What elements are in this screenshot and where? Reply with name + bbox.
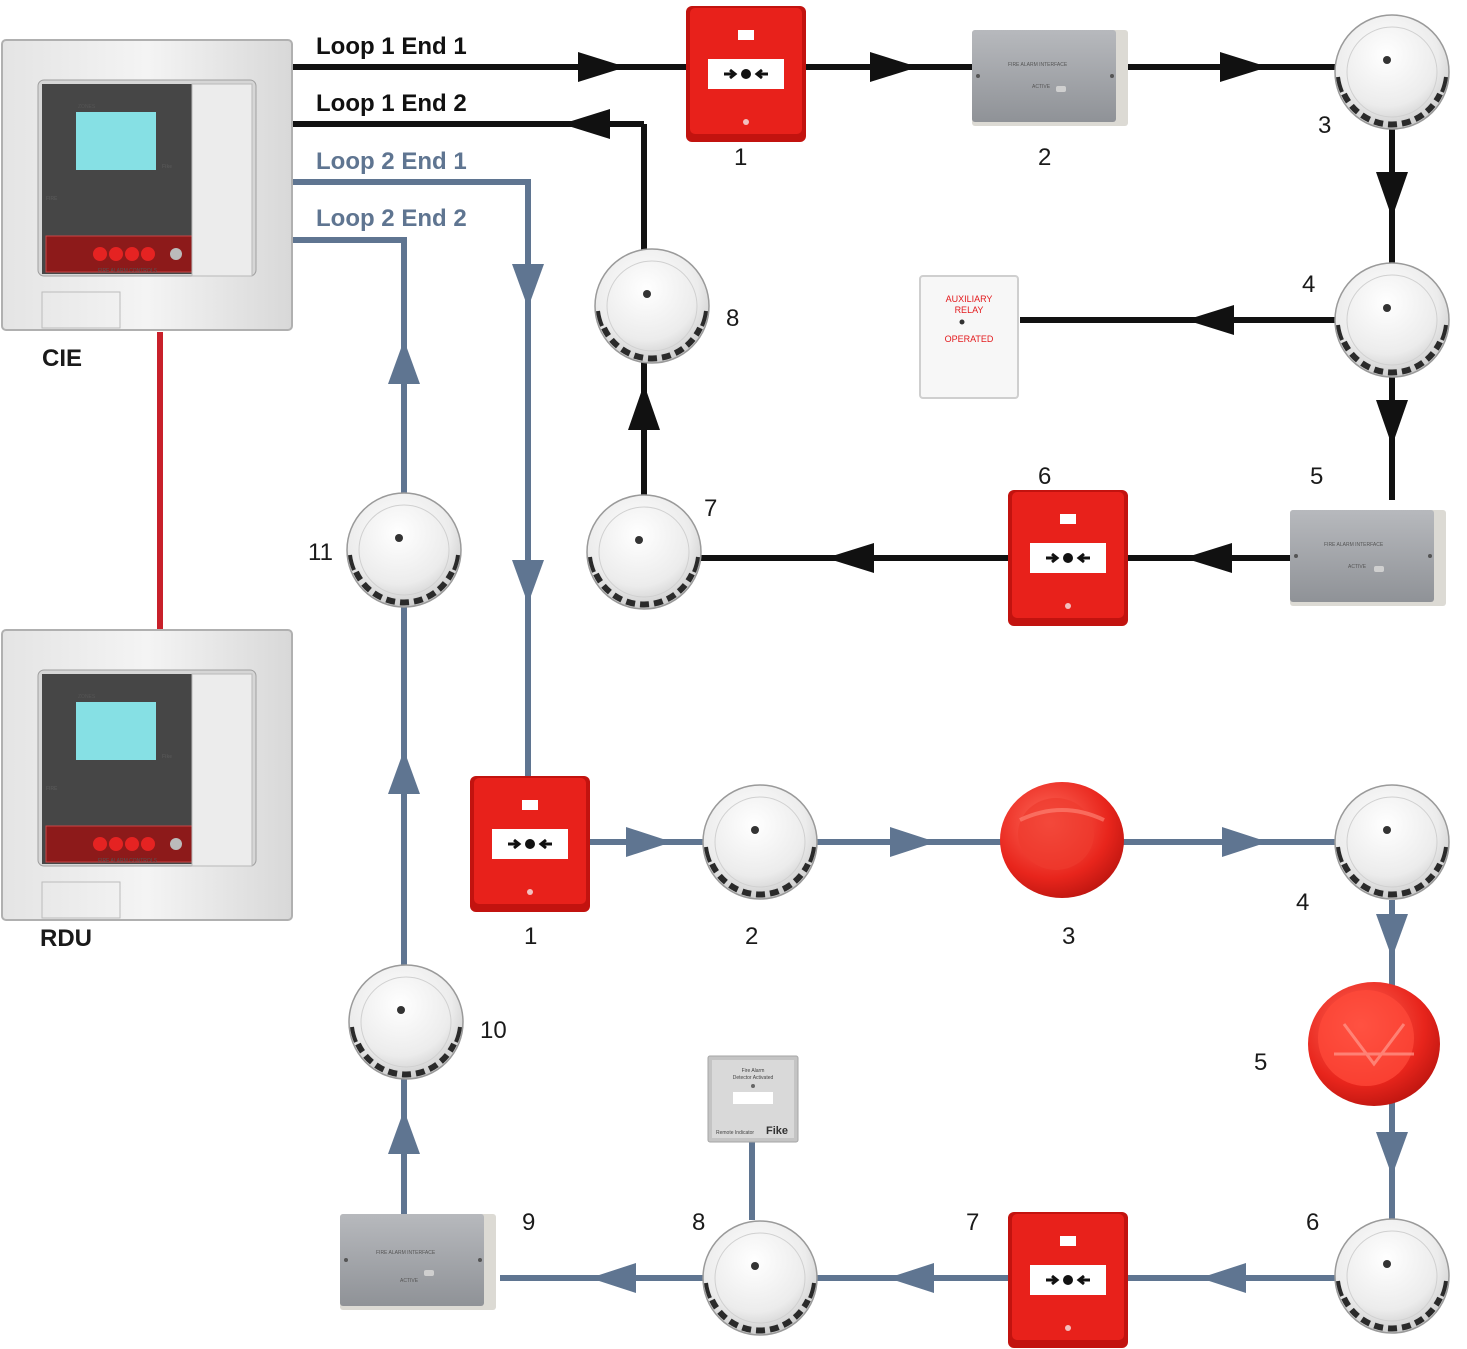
arrow-up xyxy=(628,384,660,430)
loop2-device-11-detector: 11 xyxy=(308,493,461,607)
loop1-end2-label: Loop 1 End 2 xyxy=(316,90,467,117)
loop2-device-7-manual-call-point: 7 xyxy=(966,1209,1130,1349)
loop2-end1-label: Loop 2 End 1 xyxy=(316,148,467,175)
arrow-left xyxy=(1184,543,1232,573)
loop1-device-3-detector: 3 xyxy=(1318,15,1449,139)
loop2-spur-remote-indicator: Fire Alarm Detector Activated Remote Ind… xyxy=(707,1055,799,1143)
device-number: 3 xyxy=(1318,112,1331,139)
arrow-right xyxy=(1222,827,1268,857)
device-number: 2 xyxy=(1038,144,1051,171)
loop1-device-1-manual-call-point: 1 xyxy=(684,4,808,171)
zones-label: ZONES xyxy=(78,694,96,700)
arrow-left xyxy=(1186,305,1234,335)
indicator-brand: Fike xyxy=(766,1125,788,1137)
interface-title: FIRE ALARM INTERFACE xyxy=(376,1250,436,1256)
arrow-down xyxy=(1376,914,1408,958)
loop2-device-9-fire-alarm-interface: FIRE ALARM INTERFACE ACTIVE 9 xyxy=(340,1209,535,1310)
loop2-device-2-detector: 2 xyxy=(703,785,817,950)
relay-text-1: AUXILIARY xyxy=(946,294,993,304)
loop1-device-4-detector: 4 xyxy=(1302,263,1449,377)
arrow-down xyxy=(512,560,544,604)
loop1-end1-label: Loop 1 End 1 xyxy=(316,33,467,60)
interface-title: FIRE ALARM INTERFACE xyxy=(1008,62,1068,68)
arrow-right xyxy=(870,52,918,82)
arrow-right xyxy=(1220,52,1268,82)
loop2-device-3-sounder: 3 xyxy=(998,780,1126,950)
arrow-right xyxy=(578,52,626,82)
arrow-up xyxy=(388,750,420,794)
arrow-left xyxy=(1200,1263,1246,1293)
device-number: 3 xyxy=(1062,923,1075,950)
device-number: 5 xyxy=(1310,463,1323,490)
arrow-right xyxy=(626,827,672,857)
indicator-text-2: Detector Activated xyxy=(733,1075,774,1081)
interface-active: ACTIVE xyxy=(1032,84,1051,90)
arrow-down xyxy=(1376,172,1408,218)
rdu-panel: ZONES Fike FIRE FIRE ALARM CONTROLS xyxy=(1,629,293,921)
relay-text-2: RELAY xyxy=(955,305,984,315)
controls-text: FIRE ALARM CONTROLS xyxy=(98,858,158,864)
loop1-device-7-detector: 7 xyxy=(587,495,717,609)
device-number: 6 xyxy=(1038,463,1051,490)
device-number: 10 xyxy=(480,1017,507,1044)
loop1-device-8-detector: 8 xyxy=(595,249,739,363)
loop1-device-5-fire-alarm-interface: FIRE ALARM INTERFACE ACTIVE 5 xyxy=(1290,463,1446,606)
device-number: 7 xyxy=(704,495,717,522)
panel-brand: Fike xyxy=(162,754,172,760)
relay-text-3: OPERATED xyxy=(945,334,994,344)
device-number: 8 xyxy=(726,305,739,332)
fire-text: FIRE xyxy=(46,786,58,792)
interface-active: ACTIVE xyxy=(400,1278,419,1284)
arrow-down xyxy=(512,264,544,308)
arrow-down xyxy=(1376,1132,1408,1176)
arrow-up xyxy=(388,340,420,384)
panel-brand: Fike xyxy=(162,164,172,170)
arrow-right xyxy=(890,827,936,857)
loop1-spur-auxiliary-relay: AUXILIARY RELAY OPERATED xyxy=(919,275,1019,399)
zones-label: ZONES xyxy=(78,104,96,110)
interface-active: ACTIVE xyxy=(1348,564,1367,570)
arrow-left xyxy=(590,1263,636,1293)
rdu-label: RDU xyxy=(40,925,92,952)
arrow-left xyxy=(562,109,610,139)
fire-text: FIRE xyxy=(46,196,58,202)
loop1-arrows xyxy=(562,52,1408,573)
device-number: 4 xyxy=(1302,271,1315,298)
arrow-left xyxy=(826,543,874,573)
device-number: 1 xyxy=(734,144,747,171)
indicator-text-1: Fire Alarm xyxy=(742,1068,765,1074)
loop2-device-1-manual-call-point: 1 xyxy=(468,774,592,950)
loop2-device-8-detector: 8 xyxy=(692,1209,817,1335)
device-number: 11 xyxy=(308,539,333,566)
indicator-text-3: Remote Indicator xyxy=(716,1130,754,1136)
device-number: 2 xyxy=(745,923,758,950)
loop2-device-5-sounder-beacon: 5 xyxy=(1254,980,1442,1108)
arrow-up xyxy=(388,1110,420,1154)
loop2-device-10-detector: 10 xyxy=(349,965,507,1079)
cie-panel: ZONES Fike FIRE FIRE ALARM CONTROLS xyxy=(1,39,293,331)
loop2-device-6-detector: 6 xyxy=(1306,1209,1449,1333)
arrow-down xyxy=(1376,400,1408,446)
device-number: 8 xyxy=(692,1209,705,1236)
loop1-device-6-manual-call-point: 6 xyxy=(1006,463,1130,628)
device-number: 5 xyxy=(1254,1049,1267,1076)
arrow-left xyxy=(888,1263,934,1293)
device-number: 4 xyxy=(1296,889,1309,916)
interface-title: FIRE ALARM INTERFACE xyxy=(1324,542,1384,548)
device-number: 6 xyxy=(1306,1209,1319,1236)
device-number: 7 xyxy=(966,1209,979,1236)
loop2-device-4-detector: 4 xyxy=(1296,785,1449,916)
device-number: 9 xyxy=(522,1209,535,1236)
loop2-end2-label: Loop 2 End 2 xyxy=(316,205,467,232)
device-number: 1 xyxy=(524,923,537,950)
controls-text: FIRE ALARM CONTROLS xyxy=(98,268,158,274)
loop1-device-2-fire-alarm-interface: FIRE ALARM INTERFACE ACTIVE 2 xyxy=(972,30,1128,171)
loop2-wiring xyxy=(292,179,1395,1281)
loop2-arrows xyxy=(388,264,1408,1293)
cie-label: CIE xyxy=(42,345,82,372)
